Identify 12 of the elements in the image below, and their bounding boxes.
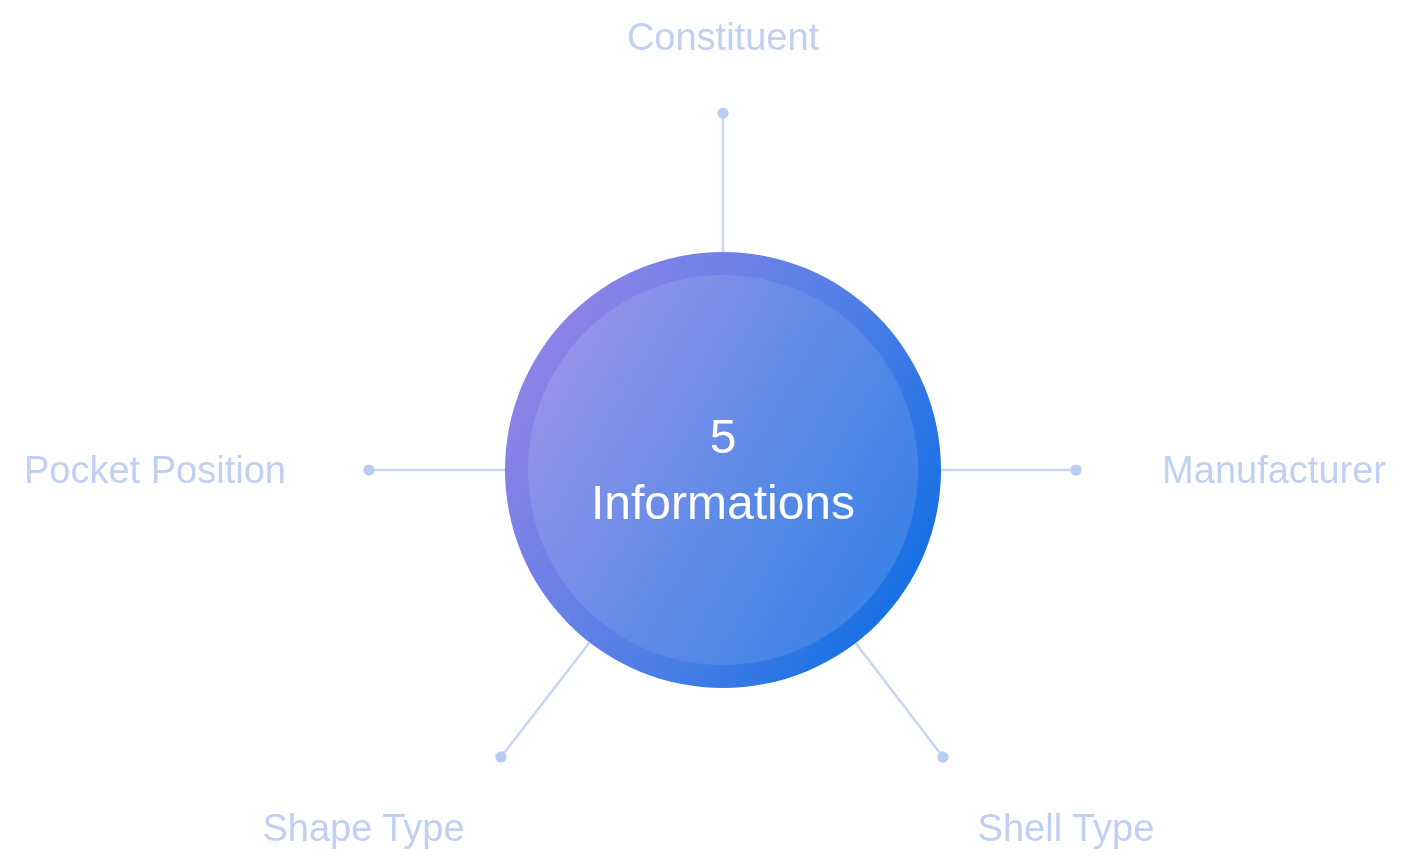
category-label: Constituent	[626, 18, 820, 56]
connector-line	[941, 464, 1082, 476]
connector-line	[854, 642, 949, 763]
connector-line	[363, 464, 505, 476]
category-label: Shell Type	[977, 809, 1155, 847]
connector-line	[495, 641, 591, 763]
connector-line	[717, 107, 729, 252]
category-label: Pocket Position	[24, 451, 286, 489]
center-label: Informations	[590, 475, 856, 531]
category-label: Shape Type	[262, 809, 465, 847]
category-label: Manufacturer	[1162, 451, 1386, 489]
center-label: 5	[709, 409, 737, 466]
